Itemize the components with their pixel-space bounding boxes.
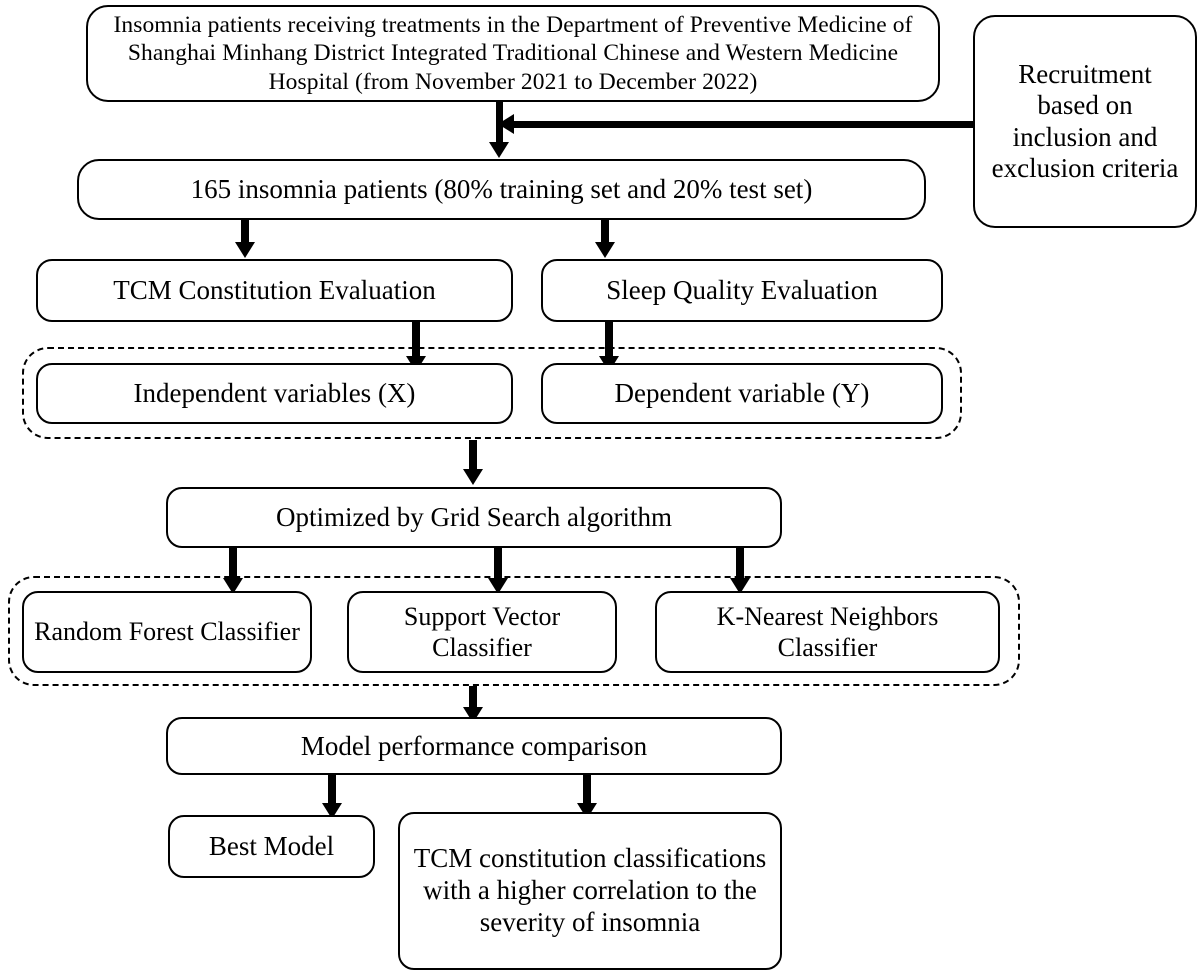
- node-support-vector-classifier-label: Support Vector Classifier: [403, 601, 561, 662]
- node-dependent-variable-label: Dependent variable (Y): [614, 378, 870, 409]
- node-recruitment: Recruitment based on inclusion and exclu…: [973, 15, 1197, 228]
- group-variables: [22, 347, 962, 439]
- node-recruitment-label: Recruitment based on inclusion and exclu…: [991, 58, 1179, 183]
- node-best-model: Best Model: [168, 815, 375, 878]
- arrow-comparison-to-outcome-shaft: [583, 775, 591, 806]
- node-model-comparison-label: Model performance comparison: [300, 730, 648, 761]
- node-best-model-label: Best Model: [208, 831, 335, 862]
- node-tcm-constitution-evaluation: TCM Constitution Evaluation: [36, 259, 513, 322]
- node-k-nearest-neighbors-classifier-label: K-Nearest Neighbors Classifier: [716, 601, 939, 662]
- node-grid-search: Optimized by Grid Search algorithm: [166, 487, 782, 548]
- arrow-sample-to-tcm-head: [235, 242, 255, 258]
- arrow-recruitment-head: [498, 114, 514, 134]
- node-source-population-label: Insomnia patients receiving treatments i…: [113, 12, 913, 95]
- group-classifiers: [8, 576, 1020, 686]
- arrow-gridsearch-to-knn-shaft: [736, 548, 744, 580]
- arrow-recruitment-shaft: [512, 121, 973, 128]
- node-support-vector-classifier: Support Vector Classifier: [347, 591, 617, 673]
- arrow-comparison-to-best-model-shaft: [328, 775, 336, 806]
- node-tcm-constitution-evaluation-label: TCM Constitution Evaluation: [113, 275, 436, 306]
- node-sleep-quality-evaluation: Sleep Quality Evaluation: [541, 259, 943, 322]
- arrow-gridsearch-to-rf-head: [223, 578, 243, 594]
- node-independent-variables-label: Independent variables (X): [133, 378, 416, 409]
- arrow-sample-to-sleep-shaft: [601, 220, 609, 244]
- node-model-comparison: Model performance comparison: [166, 717, 782, 775]
- node-k-nearest-neighbors-classifier: K-Nearest Neighbors Classifier: [655, 591, 1000, 673]
- arrow-source-to-sample-head: [489, 142, 509, 158]
- arrow-sample-to-sleep-head: [595, 242, 615, 258]
- arrow-gridsearch-to-svc-shaft: [494, 548, 502, 580]
- node-grid-search-label: Optimized by Grid Search algorithm: [276, 502, 672, 533]
- node-source-population: Insomnia patients receiving treatments i…: [86, 5, 940, 102]
- node-tcm-outcome: TCM constitution classifications with a …: [398, 812, 782, 970]
- node-random-forest-classifier: Random Forest Classifier: [22, 591, 312, 673]
- arrow-sleep-to-dependent-shaft: [605, 322, 613, 358]
- node-tcm-outcome-label: TCM constitution classifications with a …: [413, 843, 767, 937]
- arrow-variables-to-gridsearch-shaft: [469, 440, 477, 470]
- arrow-sample-to-tcm-shaft: [241, 220, 249, 244]
- arrow-variables-to-gridsearch-head: [463, 469, 483, 485]
- node-dependent-variable: Dependent variable (Y): [541, 363, 943, 424]
- node-sleep-quality-evaluation-label: Sleep Quality Evaluation: [606, 275, 878, 306]
- arrow-gridsearch-to-knn-head: [730, 578, 750, 594]
- node-random-forest-classifier-label: Random Forest Classifier: [34, 617, 300, 647]
- arrow-gridsearch-to-svc-head: [488, 578, 508, 594]
- arrow-gridsearch-to-rf-shaft: [229, 548, 237, 580]
- arrow-classifiers-to-comparison-shaft: [469, 686, 477, 710]
- node-sample: 165 insomnia patients (80% training set …: [77, 159, 926, 220]
- node-independent-variables: Independent variables (X): [36, 363, 513, 424]
- arrow-tcm-to-independent-shaft: [412, 322, 420, 358]
- node-sample-label: 165 insomnia patients (80% training set …: [190, 174, 813, 205]
